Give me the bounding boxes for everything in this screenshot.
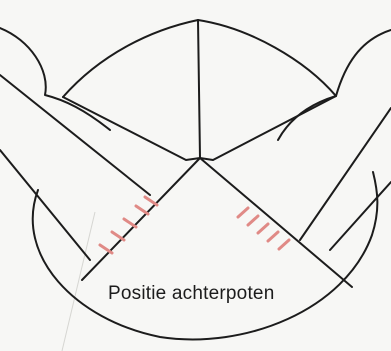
stitch-mark bbox=[268, 232, 278, 241]
stitch-mark bbox=[124, 219, 136, 227]
hindleg-line-right bbox=[200, 158, 352, 287]
stitch-mark bbox=[248, 216, 258, 225]
left-flap bbox=[0, 28, 110, 130]
inner-seam-right bbox=[200, 96, 336, 160]
stitch-mark bbox=[238, 208, 248, 217]
left-leg-inner bbox=[0, 150, 90, 260]
stitch-mark bbox=[100, 245, 112, 253]
right-flap bbox=[278, 30, 391, 140]
diagram-caption: Positie achterpoten bbox=[108, 283, 274, 305]
hindleg-line-left bbox=[82, 158, 200, 280]
right-leg-outer bbox=[300, 108, 391, 240]
stitch-mark bbox=[145, 197, 157, 205]
right-leg-inner bbox=[330, 182, 391, 250]
head-arc-right bbox=[198, 20, 336, 96]
stitch-marks-left bbox=[100, 197, 157, 253]
head-arc-left bbox=[63, 20, 198, 97]
centre-seam bbox=[198, 20, 200, 158]
stitch-mark bbox=[112, 232, 124, 240]
stitch-mark bbox=[258, 224, 268, 233]
stitch-mark bbox=[136, 206, 148, 214]
stitch-marks-right bbox=[238, 208, 289, 249]
inner-seam-left bbox=[63, 97, 200, 160]
stitch-mark bbox=[279, 240, 289, 249]
